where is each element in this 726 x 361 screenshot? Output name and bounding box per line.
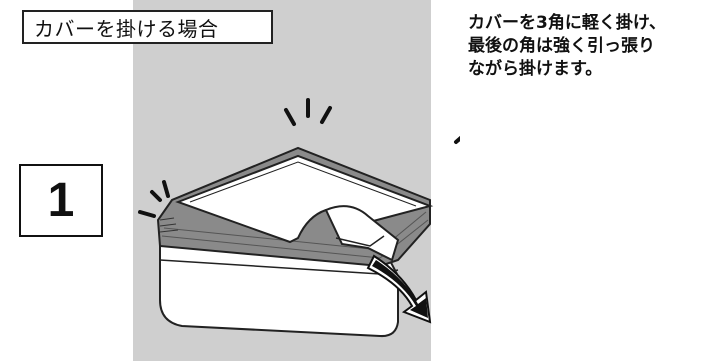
instruction-line-2: 最後の角は強く引っ張り: [468, 36, 655, 56]
step-number-box: 1: [19, 164, 103, 237]
instruction-text: カバーを3角に軽く掛け、 最後の角は強く引っ張り ながら掛けます。: [468, 12, 726, 81]
section-heading: カバーを掛ける場合: [22, 10, 273, 44]
step-number: 1: [47, 174, 75, 227]
pull-arrow-icon: [366, 254, 432, 324]
instruction-line-1: カバーを3角に軽く掛け、: [468, 13, 666, 33]
instruction-line-3: ながら掛けます。: [468, 59, 603, 79]
lifted-corner: [324, 205, 400, 262]
motion-lines: [138, 98, 460, 218]
cover-fitting-illustration: [138, 98, 460, 338]
